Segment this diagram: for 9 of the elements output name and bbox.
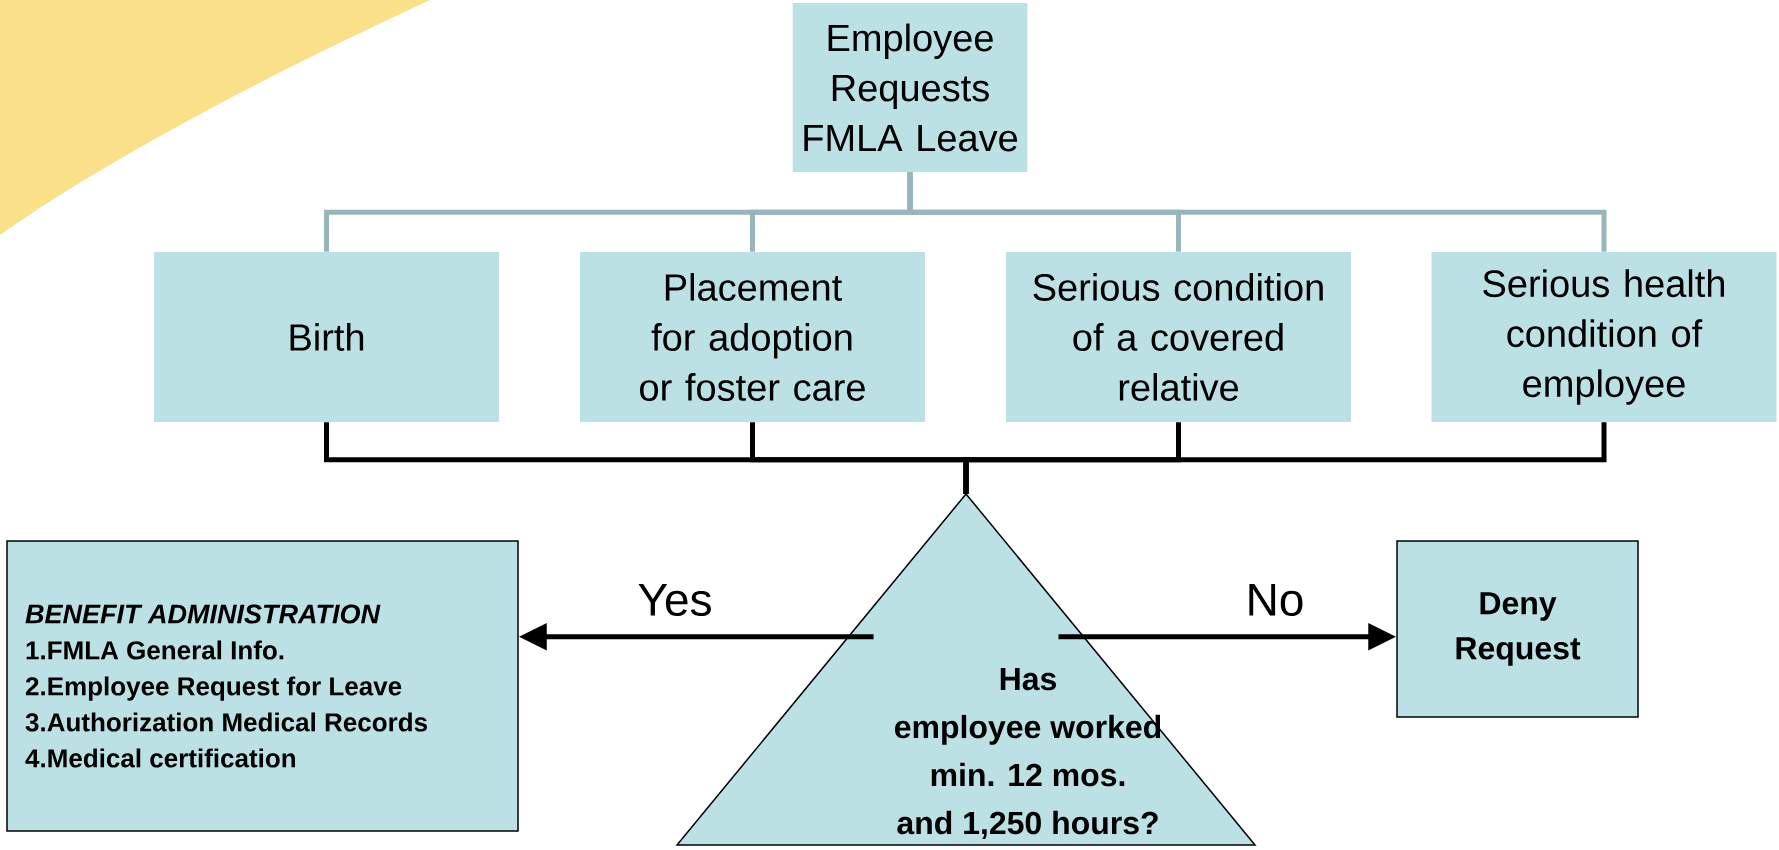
deny-box: Deny Request [1396,540,1639,718]
reason-box: Serious health condition of employee [1431,252,1777,422]
connector-line [907,172,1607,252]
connector-line [963,422,1607,494]
request-box: Employee Requests FMLA Leave [792,3,1028,172]
reason-box: Serious condition of a covered relative [1006,252,1351,422]
benefit-box: BENEFIT ADMINISTRATION 1.FMLA General Info. 2.Employee Request for Leave 3.Authorization Medical Records 4.Medical certification [6,540,519,832]
reason-box: Birth [154,252,499,422]
reason-box: Placement for adoption or foster care [580,252,925,422]
